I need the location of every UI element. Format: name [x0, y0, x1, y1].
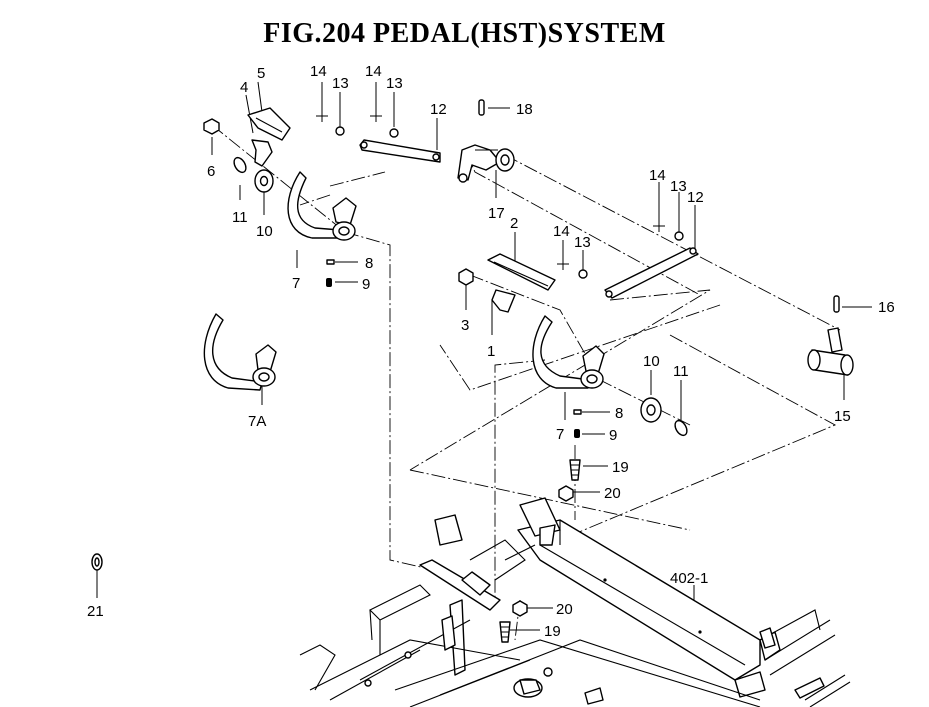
part-19-bolt-upper: [569, 459, 581, 481]
part-12-rod-top: [359, 139, 441, 163]
callout-4: 4: [240, 79, 248, 96]
leader-lines: [96, 81, 872, 631]
part-1-bracket: [491, 289, 516, 313]
part-11-snap-ring-center: [674, 419, 688, 437]
callout-17: 17: [488, 205, 505, 222]
callout-402-1: 402-1: [670, 570, 708, 587]
part-13-washer-center: [578, 269, 588, 279]
callout-5: 5: [257, 65, 265, 82]
callout-19: 19: [544, 623, 561, 640]
callout-9: 9: [609, 427, 617, 444]
figure-title: FIG.204 PEDAL(HST)SYSTEM: [263, 18, 666, 49]
part-7A-pedal-arm-variant: [203, 313, 277, 391]
part-7-pedal-arm-left: [287, 171, 357, 241]
callout-8: 8: [365, 255, 373, 272]
part-13-washers-top: [335, 126, 399, 138]
assembly-guide-lines: [211, 124, 841, 641]
part-20-nut-upper: [558, 485, 574, 502]
callout-11: 11: [673, 363, 689, 380]
part-16-pin: [833, 295, 840, 313]
callout-18: 18: [516, 101, 533, 118]
callout-7A: 7A: [248, 413, 266, 430]
callout-14: 14: [365, 63, 382, 80]
callout-2: 2: [510, 215, 518, 232]
callout-labels: 5 4 6 11 10 7 8 9 14 13 14 13 12 18 17 2…: [87, 63, 895, 640]
callout-13: 13: [332, 75, 349, 92]
callout-10: 10: [643, 353, 660, 370]
part-8-pin-center: [573, 409, 582, 415]
part-3-bolt: [458, 268, 474, 286]
part-6-bolt: [203, 118, 220, 135]
part-12-rod-right: [604, 247, 699, 299]
part-17-lever: [457, 144, 515, 183]
callout-13: 13: [670, 178, 687, 195]
part-14-pins-top: [316, 110, 382, 122]
callout-3: 3: [461, 317, 469, 334]
callout-7: 7: [556, 426, 564, 443]
callout-14: 14: [649, 167, 666, 184]
callout-13: 13: [386, 75, 403, 92]
callout-19: 19: [612, 459, 629, 476]
part-7-pedal-arm-center: [532, 315, 605, 389]
part-11-snap-ring: [233, 156, 247, 174]
callout-12: 12: [687, 189, 704, 206]
part-21-washer: [91, 553, 103, 571]
part-10-washer: [254, 169, 274, 193]
callout-7: 7: [292, 275, 300, 292]
callout-20: 20: [604, 485, 621, 502]
part-20-nut-lower: [512, 600, 528, 617]
frame-assembly-402-1: [299, 497, 851, 707]
callout-12: 12: [430, 101, 447, 118]
callout-21: 21: [87, 603, 104, 620]
callout-8: 8: [615, 405, 623, 422]
callout-16: 16: [878, 299, 895, 316]
part-10-washer-center: [640, 397, 662, 423]
callout-1: 1: [487, 343, 495, 360]
part-9-spring-left: [326, 278, 332, 287]
part-19-bolt-lower: [499, 621, 511, 643]
part-18-pin: [478, 99, 485, 116]
part-9-spring-center: [574, 429, 580, 438]
callout-14: 14: [553, 223, 570, 240]
callout-6: 6: [207, 163, 215, 180]
part-8-pin-left: [326, 259, 335, 265]
callout-10: 10: [256, 223, 273, 240]
callout-11: 11: [232, 209, 248, 226]
part-2-pedal-pad: [487, 253, 556, 291]
callout-9: 9: [362, 276, 370, 293]
part-5-pedal-pad: [247, 107, 291, 141]
part-13-washer-right: [674, 231, 684, 241]
part-14-pin-center: [557, 258, 569, 270]
callout-13: 13: [574, 234, 591, 251]
callout-14: 14: [310, 63, 327, 80]
callout-20: 20: [556, 601, 573, 618]
callout-15: 15: [834, 408, 851, 425]
part-4-bracket: [251, 139, 273, 167]
part-14-pin-right: [653, 220, 665, 232]
part-15-boss: [807, 327, 854, 376]
